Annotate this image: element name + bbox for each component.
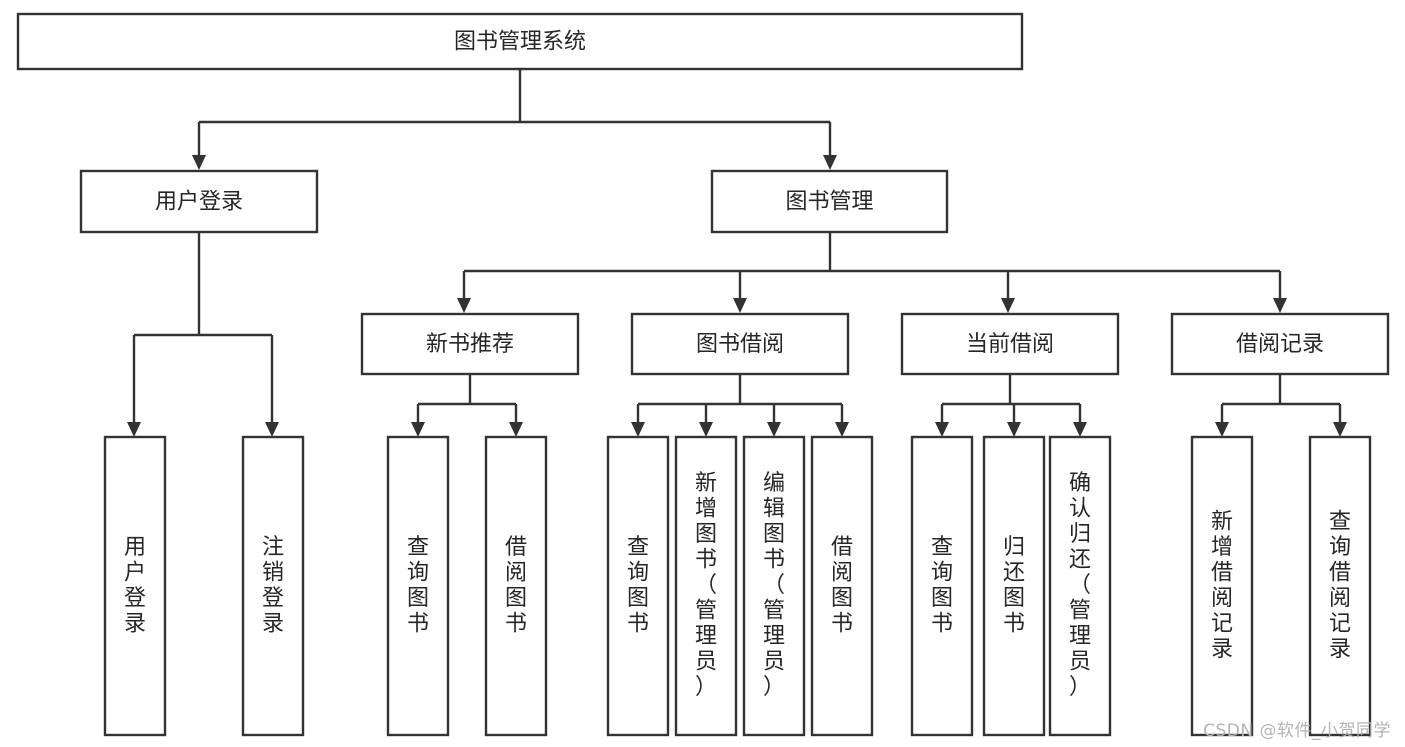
node-leaf-query-borrow-record[interactable]: 查询借阅记录 — [1308, 435, 1372, 737]
node-leaf-user-login[interactable]: 用户登录 — [103, 435, 167, 737]
node-box-leaf-borrow-book-recommend[interactable] — [484, 435, 548, 737]
node-layer: 图书管理系统用户登录图书管理新书推荐图书借阅当前借阅借阅记录用户登录注销登录查询… — [16, 12, 1390, 737]
node-book-borrow[interactable]: 图书借阅 — [630, 312, 850, 376]
arrow-head-icon — [1333, 422, 1347, 437]
node-label-leaf-logout-login: 注销登录 — [262, 535, 284, 637]
node-label-leaf-confirm-return-admin: 确认归还（管理员） — [1069, 471, 1091, 700]
node-box-leaf-query-book-recommend[interactable] — [386, 435, 450, 737]
node-leaf-query-book-recommend[interactable]: 查询图书 — [386, 435, 450, 737]
node-leaf-add-book-admin[interactable]: 新增图书（管理员） — [674, 435, 738, 737]
node-box-leaf-confirm-return-admin[interactable] — [1048, 435, 1112, 737]
arrow-head-icon — [733, 298, 747, 313]
arrow-head-icon — [192, 155, 206, 170]
node-label-leaf-query-book-recommend: 查询图书 — [407, 535, 429, 637]
node-box-leaf-query-book-borrow[interactable] — [606, 435, 670, 737]
node-label-root: 图书管理系统 — [454, 30, 586, 55]
arrow-head-icon — [411, 422, 425, 437]
arrow-head-icon — [1073, 422, 1087, 437]
node-book-management[interactable]: 图书管理 — [710, 169, 949, 234]
node-label-leaf-user-login: 用户登录 — [124, 535, 146, 637]
node-box-book-borrow[interactable] — [630, 312, 850, 376]
node-box-leaf-borrow-book[interactable] — [810, 435, 874, 737]
arrow-head-icon — [265, 422, 279, 437]
node-leaf-edit-book-admin[interactable]: 编辑图书（管理员） — [742, 435, 806, 737]
node-leaf-query-book-current[interactable]: 查询图书 — [910, 435, 974, 737]
node-leaf-confirm-return-admin[interactable]: 确认归还（管理员） — [1048, 435, 1112, 737]
arrow-head-icon — [835, 422, 849, 437]
node-leaf-borrow-book[interactable]: 借阅图书 — [810, 435, 874, 737]
node-label-new-book-recommend: 新书推荐 — [426, 332, 514, 357]
arrow-head-icon — [935, 422, 949, 437]
node-box-leaf-query-borrow-record[interactable] — [1308, 435, 1372, 737]
node-box-leaf-user-login[interactable] — [103, 435, 167, 737]
node-box-book-management[interactable] — [710, 169, 949, 234]
node-box-current-borrow[interactable] — [900, 312, 1120, 376]
arrow-head-icon — [127, 422, 141, 437]
csdn-watermark: CSDN @软件_小贺同学 — [1203, 721, 1391, 741]
arrow-head-icon — [631, 422, 645, 437]
arrowhead-layer — [127, 155, 1347, 437]
node-label-book-borrow: 图书借阅 — [696, 332, 784, 357]
node-leaf-return-book[interactable]: 归还图书 — [982, 435, 1046, 737]
node-box-leaf-add-book-admin[interactable] — [674, 435, 738, 737]
node-label-leaf-edit-book-admin: 编辑图书（管理员） — [763, 471, 785, 700]
node-box-leaf-edit-book-admin[interactable] — [742, 435, 806, 737]
node-label-leaf-borrow-book: 借阅图书 — [831, 535, 853, 637]
node-label-borrow-record: 借阅记录 — [1236, 332, 1324, 357]
node-leaf-logout-login[interactable]: 注销登录 — [241, 435, 305, 737]
node-box-borrow-record[interactable] — [1170, 312, 1390, 376]
arrow-head-icon — [699, 422, 713, 437]
arrow-head-icon — [1215, 422, 1229, 437]
node-new-book-recommend[interactable]: 新书推荐 — [360, 312, 580, 376]
node-box-leaf-add-borrow-record[interactable] — [1190, 435, 1254, 737]
node-root[interactable]: 图书管理系统 — [16, 12, 1024, 71]
node-label-leaf-query-book-borrow: 查询图书 — [627, 535, 649, 637]
node-leaf-query-book-borrow[interactable]: 查询图书 — [606, 435, 670, 737]
arrow-head-icon — [1273, 298, 1287, 313]
arrow-head-icon — [823, 155, 837, 170]
arrow-head-icon — [509, 422, 523, 437]
arrow-head-icon — [767, 422, 781, 437]
node-label-leaf-return-book: 归还图书 — [1003, 535, 1025, 637]
node-label-leaf-query-book-current: 查询图书 — [931, 535, 953, 637]
node-label-current-borrow: 当前借阅 — [966, 332, 1054, 357]
arrow-head-icon — [457, 298, 471, 313]
node-label-leaf-add-borrow-record: 新增借阅记录 — [1211, 509, 1233, 662]
node-box-leaf-return-book[interactable] — [982, 435, 1046, 737]
arrow-head-icon — [1001, 298, 1015, 313]
node-box-leaf-logout-login[interactable] — [241, 435, 305, 737]
node-leaf-borrow-book-recommend[interactable]: 借阅图书 — [484, 435, 548, 737]
node-user-login[interactable]: 用户登录 — [79, 169, 319, 234]
node-box-new-book-recommend[interactable] — [360, 312, 580, 376]
node-box-leaf-query-book-current[interactable] — [910, 435, 974, 737]
node-leaf-add-borrow-record[interactable]: 新增借阅记录 — [1190, 435, 1254, 737]
arrow-head-icon — [1007, 422, 1021, 437]
node-label-leaf-query-borrow-record: 查询借阅记录 — [1329, 509, 1351, 662]
node-box-root[interactable] — [16, 12, 1024, 71]
node-borrow-record[interactable]: 借阅记录 — [1170, 312, 1390, 376]
node-label-book-management: 图书管理 — [785, 190, 873, 215]
node-label-user-login: 用户登录 — [155, 190, 243, 215]
node-label-leaf-add-book-admin: 新增图书（管理员） — [695, 471, 717, 700]
node-label-leaf-borrow-book-recommend: 借阅图书 — [505, 535, 527, 637]
node-current-borrow[interactable]: 当前借阅 — [900, 312, 1120, 376]
node-box-user-login[interactable] — [79, 169, 319, 234]
